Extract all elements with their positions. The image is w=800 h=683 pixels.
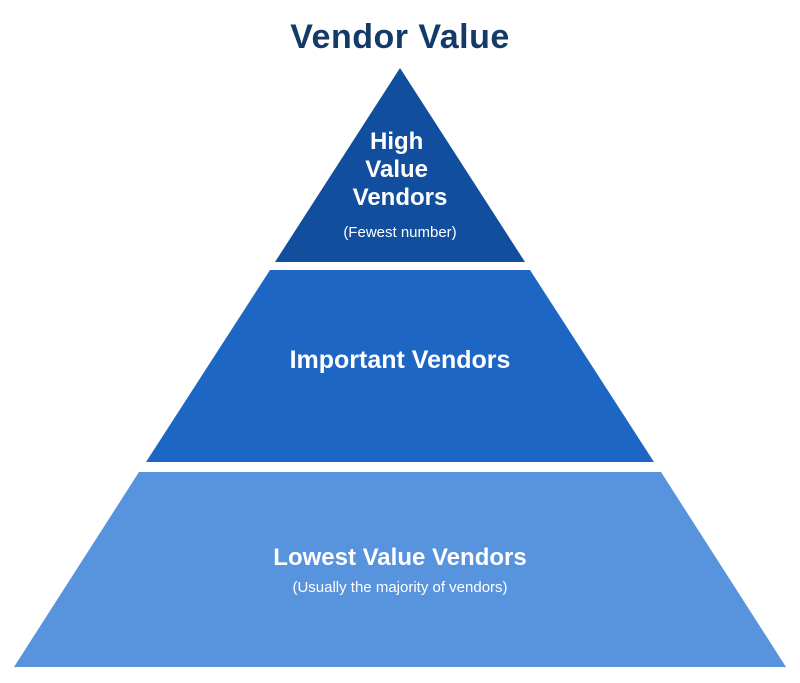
- tier-high-value-line-1: High: [370, 128, 423, 155]
- tier-high-value-line-3: Vendors: [353, 184, 448, 211]
- tier-high-value-vendors-shape: [275, 68, 525, 262]
- tier-lowest-value-vendors-label: Lowest Value Vendors: [273, 544, 526, 571]
- diagram-title: Vendor Value: [290, 18, 510, 56]
- tier-important-vendors-label: Important Vendors: [290, 346, 511, 374]
- tier-lowest-value-vendors-shape: [14, 472, 786, 667]
- tier-high-value-vendors-sublabel: (Fewest number): [343, 224, 456, 241]
- tier-important-vendors-shape: [146, 270, 654, 462]
- tier-lowest-value-vendors-sublabel: (Usually the majority of vendors): [292, 579, 507, 596]
- tier-high-value-line-2: Value: [365, 156, 428, 183]
- tier-high-value-vendors-label: High Value Vendors: [353, 128, 448, 211]
